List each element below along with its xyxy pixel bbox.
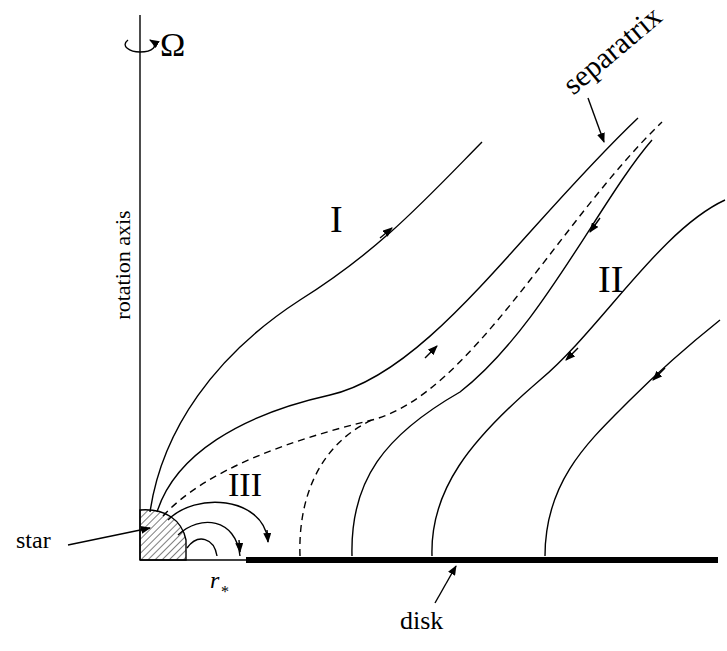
flow-arrow [425, 346, 437, 358]
separatrix-line [163, 122, 662, 516]
field-line [545, 320, 720, 556]
separatrix-line [300, 420, 372, 556]
leader-line [68, 528, 150, 545]
separatrix-label: separatrix [557, 0, 667, 99]
flow-arrow [267, 530, 268, 542]
flow-arrow [653, 368, 665, 380]
accretion-disk [246, 557, 718, 563]
star-label: star [16, 528, 51, 552]
rotation-axis [139, 15, 140, 560]
star-body [140, 510, 186, 560]
flow-arrow [380, 228, 392, 238]
field-line [352, 140, 652, 556]
flow-arrow [590, 218, 600, 232]
field-loop [187, 539, 217, 556]
disk-label: disk [400, 608, 443, 634]
axis-label: rotation axis [112, 210, 134, 319]
radius-subscript: * [221, 584, 229, 600]
flow-arrow [239, 540, 240, 552]
region-label: III [228, 468, 262, 502]
flow-arrow [566, 348, 578, 360]
region-label: I [330, 200, 343, 238]
field-loop [178, 522, 240, 556]
rotation-arrow [125, 40, 154, 52]
leader-line [435, 566, 456, 603]
field-line [432, 200, 725, 556]
region-label: II [598, 260, 623, 298]
leader-line [588, 98, 604, 142]
field-line [157, 118, 638, 512]
field-line [150, 142, 482, 512]
omega-label: Ω [160, 28, 185, 62]
radius-label: r [210, 568, 219, 592]
